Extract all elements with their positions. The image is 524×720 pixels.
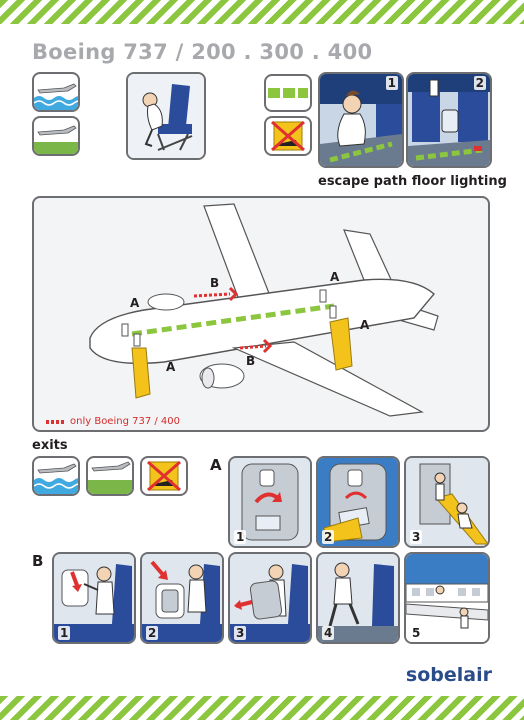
no-high-heels-exit-icon (140, 456, 188, 496)
step-b-1-number: 1 (58, 626, 71, 640)
overwing-label-b-lower: B (246, 354, 256, 368)
overwing-b-step-5: 5 (404, 552, 490, 644)
floor-lighting-panel-2: 2 (406, 72, 492, 168)
water-landing-icon (32, 72, 80, 112)
door-label-a-front-left: A (130, 296, 140, 310)
overwing-b-step-1: 1 (52, 552, 136, 644)
step-b-3-number: 3 (234, 626, 247, 640)
legend-737-400: only Boeing 737 / 400 (46, 416, 180, 427)
red-dash-legend-icon (46, 419, 66, 424)
legend-text: only Boeing 737 / 400 (70, 416, 181, 427)
bottom-stripe-border (0, 696, 524, 720)
no-high-heels-icon (264, 116, 312, 156)
door-label-a-rear-right: A (360, 318, 370, 332)
step-a-1-number: 1 (234, 530, 247, 544)
overwing-b-step-3: 3 (228, 552, 312, 644)
step-a-2-number: 2 (322, 530, 335, 544)
overwing-b-step-4: 4 (316, 552, 400, 644)
door-label-a-rear-left: A (330, 270, 340, 284)
exits-caption: exits (32, 438, 68, 453)
door-a-step-1: 1 (228, 456, 312, 548)
door-a-step-3: 3 (404, 456, 490, 548)
floor-lighting-icon (264, 74, 312, 112)
brace-position-icon (126, 72, 206, 160)
step-b-4-number: 4 (322, 626, 335, 640)
sequence-b-label: B (32, 552, 44, 570)
water-exit-icon (32, 456, 80, 496)
step-a-3-number: 3 (410, 530, 423, 544)
floor-lighting-panel-1: 1 (318, 72, 404, 168)
step-b-5-number: 5 (410, 626, 423, 640)
top-stripe-border (0, 0, 524, 24)
sequence-a-label: A (210, 456, 222, 474)
overwing-b-step-2: 2 (140, 552, 224, 644)
land-landing-icon (32, 116, 80, 156)
panel-number-2: 2 (473, 76, 486, 90)
floor-lighting-caption: escape path floor lighting (318, 174, 507, 189)
aircraft-exit-diagram: A A A A B B only Boeing 737 / 400 (32, 196, 490, 432)
land-exit-icon (86, 456, 134, 496)
panel-number-1: 1 (385, 76, 398, 90)
door-a-step-2: 2 (316, 456, 400, 548)
step-b-2-number: 2 (146, 626, 159, 640)
page-title: Boeing 737 / 200 . 300 . 400 (32, 40, 373, 64)
brand-logo: sobelair (405, 664, 492, 686)
overwing-label-b-upper: B (210, 276, 220, 290)
door-label-a-front-right: A (166, 360, 176, 374)
